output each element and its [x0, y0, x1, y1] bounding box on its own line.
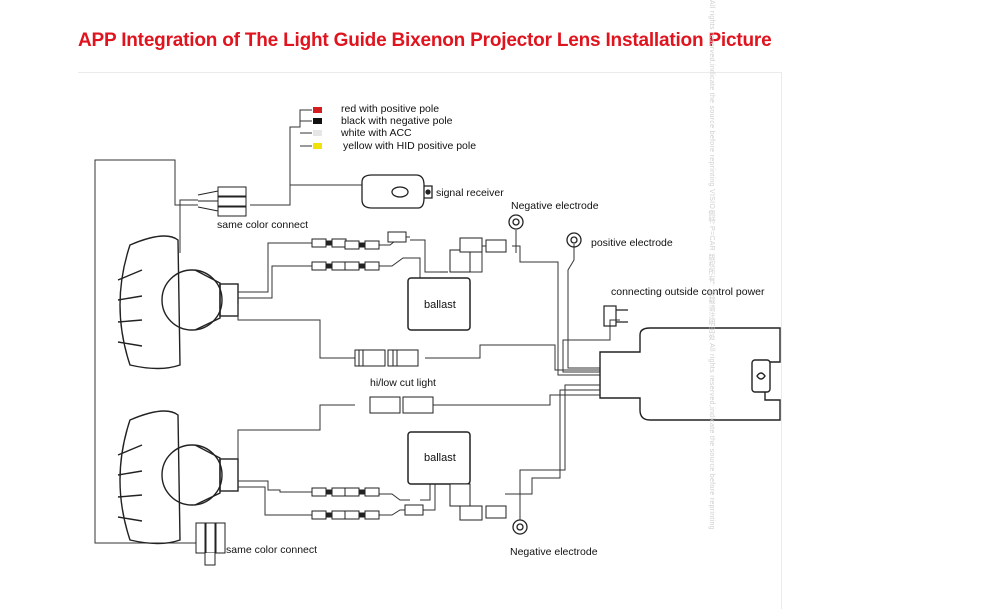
fuse-top	[387, 231, 407, 243]
label-negative-electrode-bottom: Negative electrode	[510, 546, 598, 558]
ballast-top-box	[407, 277, 471, 331]
projector-lens-bottom	[117, 410, 239, 545]
legend-swatches	[313, 107, 322, 149]
hid-plug-top	[459, 237, 507, 253]
legend-leads	[289, 109, 362, 186]
positive-electrode-icon	[566, 232, 582, 248]
label-same-color-connect-bottom: same color connect	[226, 544, 318, 556]
bottom-harness-wires	[237, 384, 600, 520]
negative-electrode-bottom-icon	[512, 519, 528, 535]
swatch-red	[313, 107, 322, 113]
connector-cluster-top	[197, 186, 247, 217]
watermark-text: All rights reserved,indicate the source …	[708, 0, 715, 530]
page-title: APP Integration of The Light Guide Bixen…	[78, 30, 772, 51]
label-same-color-connect-top: same color connect	[217, 219, 309, 231]
label-hi-low-cut-light: hi/low cut light	[370, 377, 436, 389]
ballast-bottom-box	[407, 431, 471, 485]
power-plug-icon	[603, 305, 628, 327]
hi-low-connector-top	[354, 349, 419, 367]
label-ballast-top: ballast	[424, 299, 456, 311]
signal-receiver-icon	[361, 174, 433, 209]
swatch-black	[313, 118, 322, 124]
legend-label-red: red with positive pole	[341, 103, 440, 115]
legend-label-black: black with negative pole	[341, 115, 453, 127]
negative-electrode-top-icon	[508, 214, 524, 230]
main-loop-wire	[94, 159, 206, 544]
swatch-yellow	[313, 143, 322, 149]
diagram-frame	[78, 72, 782, 609]
hi-low-connector-bottom	[369, 396, 434, 414]
label-positive-electrode: positive electrode	[591, 237, 673, 249]
fuse-bottom	[404, 504, 424, 516]
connector-cluster-bottom	[195, 522, 226, 566]
label-ballast-bottom: ballast	[424, 452, 456, 464]
projector-lens-top	[117, 235, 239, 370]
swatch-white	[313, 130, 322, 136]
label-signal-receiver: signal receiver	[436, 187, 504, 199]
legend-label-white: white with ACC	[341, 127, 412, 139]
legend-label-yellow: yellow with HID positive pole	[343, 140, 477, 152]
relay-controller-icon	[599, 327, 781, 421]
label-negative-electrode-top: Negative electrode	[511, 200, 599, 212]
label-outside-control-power: connecting outside control power	[611, 286, 765, 298]
hid-plug-bottom	[459, 505, 507, 521]
